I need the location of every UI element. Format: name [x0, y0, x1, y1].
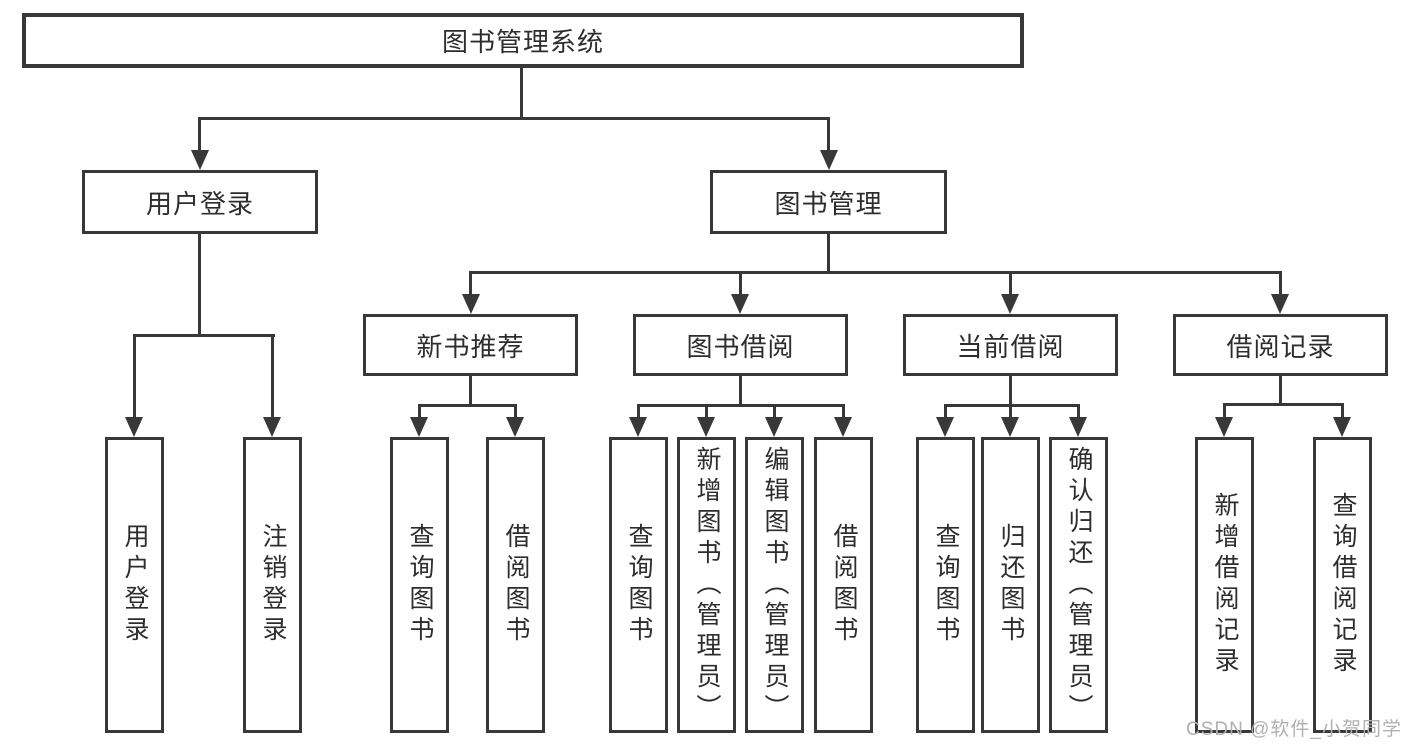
leaf-label: 新增图书（管理员） — [693, 445, 721, 725]
node-library-system-root: 图书管理系统 — [22, 13, 1024, 68]
connector-line — [469, 376, 472, 407]
connector-line — [827, 234, 830, 274]
leaf-label: 查询图书 — [406, 523, 434, 647]
connector-line — [520, 68, 523, 119]
leaf-label: 注销登录 — [259, 523, 287, 647]
leaf-add-borrow-record: 新增借阅记录 — [1195, 437, 1254, 733]
csdn-watermark: CSDN @软件_小贺同学 — [1186, 719, 1402, 740]
node-borrowing-records: 借阅记录 — [1173, 314, 1388, 376]
leaf-query-book-current: 查询图书 — [916, 437, 975, 733]
connector-line — [133, 334, 136, 420]
arrowhead-down — [820, 150, 838, 170]
leaf-user-login: 用户登录 — [105, 437, 164, 733]
arrowhead-down — [125, 417, 143, 437]
connector-line — [198, 117, 201, 153]
connector-line — [705, 404, 708, 420]
leaf-label: 查询图书 — [932, 523, 960, 647]
arrowhead-down — [1001, 294, 1019, 314]
arrowhead-down — [506, 417, 524, 437]
arrowhead-down — [1333, 417, 1351, 437]
arrowhead-down — [765, 417, 783, 437]
leaf-query-borrow-record: 查询借阅记录 — [1313, 437, 1372, 733]
node-book-management-branch: 图书管理 — [710, 170, 947, 234]
node-current-borrowing: 当前借阅 — [903, 314, 1118, 376]
arrowhead-down — [1069, 417, 1087, 437]
connector-line — [1279, 271, 1282, 298]
arrowhead-down — [629, 417, 647, 437]
arrowhead-down — [1271, 294, 1289, 314]
connector-line — [198, 117, 830, 120]
leaf-borrow-book: 借阅图书 — [814, 437, 873, 733]
arrowhead-down — [462, 294, 480, 314]
arrowhead-down — [263, 417, 281, 437]
connector-line — [637, 404, 640, 420]
connector-line — [739, 271, 742, 298]
leaf-label: 查询图书 — [625, 523, 653, 647]
arrowhead-down — [191, 150, 209, 170]
leaf-label: 查询借阅记录 — [1329, 492, 1357, 678]
connector-line — [271, 334, 274, 420]
leaf-logout: 注销登录 — [243, 437, 302, 733]
connector-line — [1077, 404, 1080, 420]
connector-line — [469, 271, 472, 298]
connector-line — [1009, 404, 1012, 420]
connector-line — [1223, 403, 1226, 420]
arrowhead-down — [410, 417, 428, 437]
connector-line — [944, 404, 947, 420]
leaf-query-book-recommend: 查询图书 — [390, 437, 449, 733]
leaf-label: 编辑图书（管理员） — [761, 445, 789, 725]
connector-line — [1279, 376, 1282, 406]
arrowhead-down — [731, 294, 749, 314]
leaf-label: 用户登录 — [121, 523, 149, 647]
connector-line — [842, 404, 845, 420]
node-book-borrowing: 图书借阅 — [633, 314, 848, 376]
node-user-login-branch: 用户登录 — [82, 170, 318, 234]
connector-line — [418, 404, 517, 407]
leaf-label: 借阅图书 — [830, 523, 858, 647]
leaf-return-book: 归还图书 — [981, 437, 1040, 733]
arrowhead-down — [834, 417, 852, 437]
connector-line — [514, 404, 517, 420]
leaf-label: 借阅图书 — [502, 523, 530, 647]
arrowhead-down — [1001, 417, 1019, 437]
connector-line — [773, 404, 776, 420]
connector-line — [198, 234, 201, 336]
leaf-query-book-borrowing: 查询图书 — [609, 437, 668, 733]
leaf-label: 确认归还（管理员） — [1065, 445, 1093, 725]
connector-line — [739, 376, 742, 407]
arrowhead-down — [1215, 417, 1233, 437]
leaf-confirm-return-admin: 确认归还（管理员） — [1049, 437, 1108, 733]
connector-line — [469, 271, 1282, 274]
leaf-label: 新增借阅记录 — [1211, 492, 1239, 678]
connector-line — [637, 404, 845, 407]
leaf-label: 归还图书 — [997, 523, 1025, 647]
connector-line — [1009, 376, 1012, 407]
connector-line — [1009, 271, 1012, 298]
leaf-edit-book-admin: 编辑图书（管理员） — [745, 437, 804, 733]
node-new-book-recommend: 新书推荐 — [363, 314, 578, 376]
leaf-borrow-book-recommend: 借阅图书 — [486, 437, 545, 733]
connector-line — [944, 404, 1080, 407]
connector-line — [1223, 403, 1344, 406]
connector-line — [133, 334, 275, 337]
connector-line — [827, 117, 830, 153]
connector-line — [1341, 403, 1344, 420]
arrowhead-down — [697, 417, 715, 437]
leaf-add-book-admin: 新增图书（管理员） — [677, 437, 736, 733]
connector-line — [418, 404, 421, 420]
arrowhead-down — [936, 417, 954, 437]
